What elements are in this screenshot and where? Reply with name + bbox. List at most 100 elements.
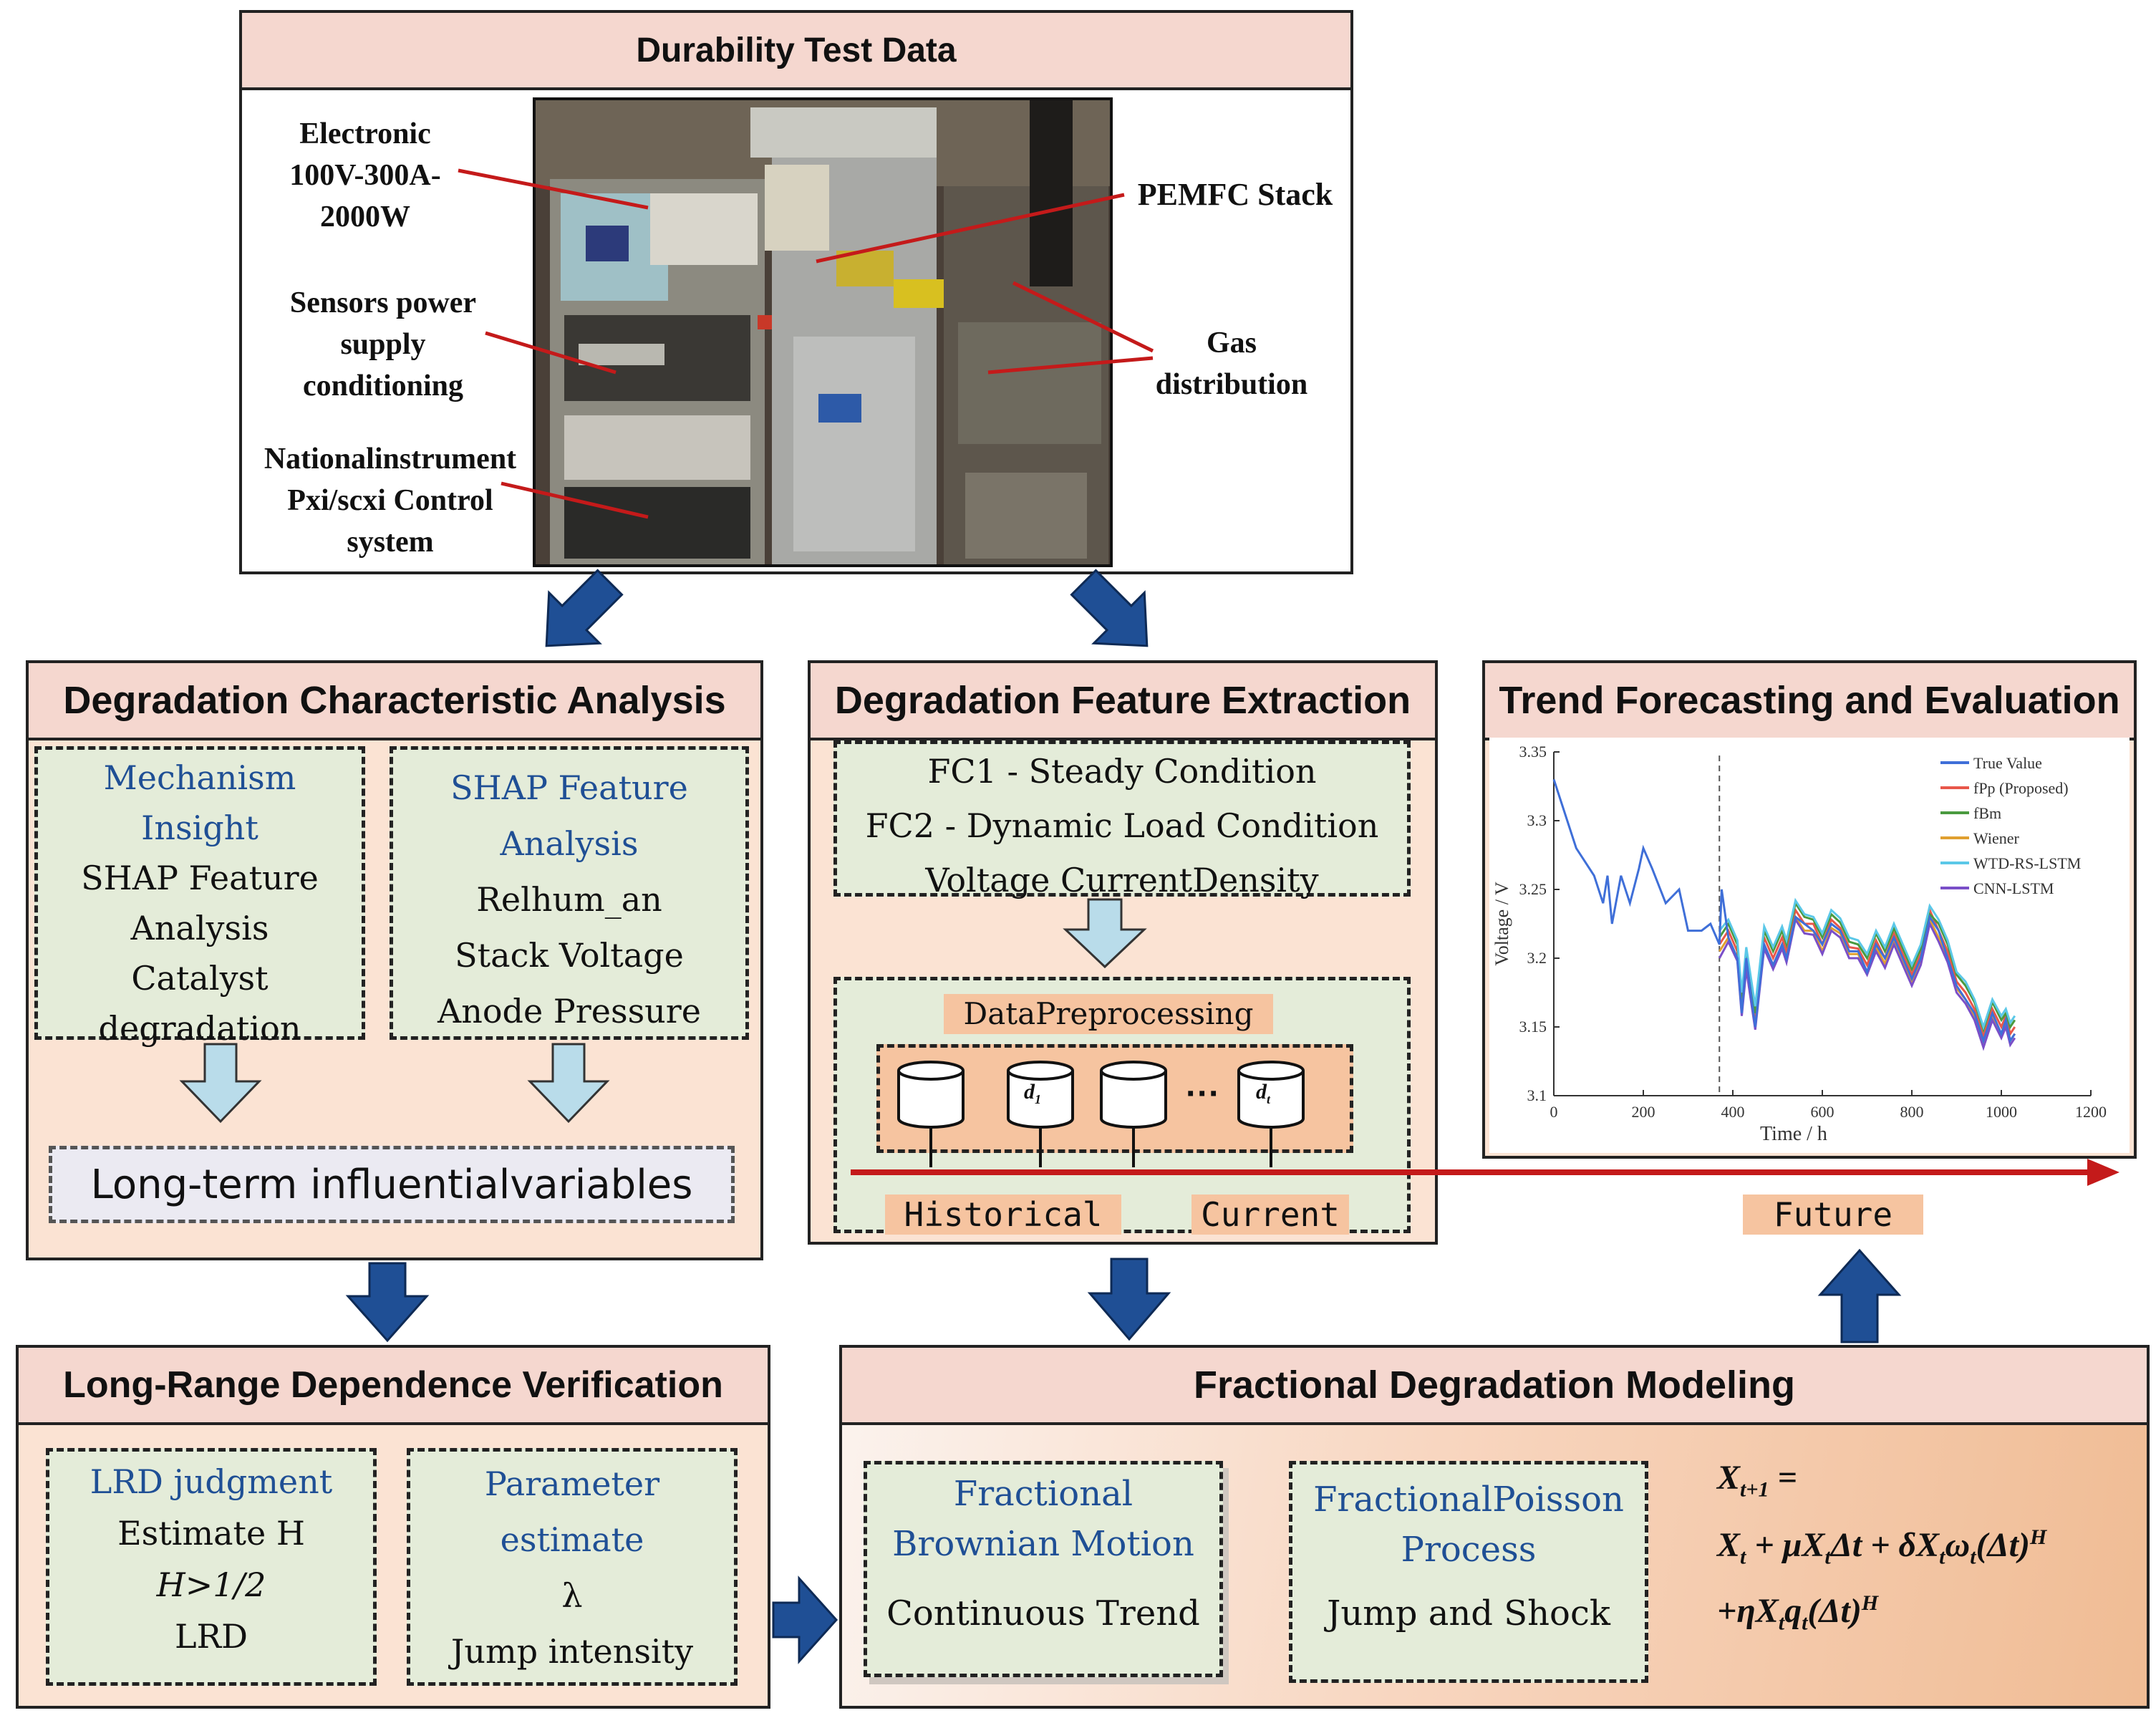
x-tick-label: 800 <box>1900 1103 1924 1121</box>
shap-line-2: Stack Voltage <box>455 936 684 975</box>
eq-sub-t3: t <box>1824 1545 1831 1569</box>
param-head: Parameter estimate <box>410 1456 734 1568</box>
fdm-title: Fractional Degradation Modeling <box>842 1348 2147 1425</box>
x-tick-label: 600 <box>1811 1103 1834 1121</box>
y-tick-label: 3.3 <box>1527 811 1547 829</box>
leader-sensors <box>485 331 617 375</box>
lrd-judgment-head: LRD judgment <box>49 1456 373 1507</box>
lrd-title-text: Long-Range Dependence Verification <box>63 1364 723 1406</box>
tfe-title: Trend Forecasting and Evaluation <box>1485 663 2134 740</box>
label-ni-line2: Pxi/scxi Control <box>287 484 493 517</box>
dfe-title: Degradation Feature Extraction <box>811 663 1435 740</box>
eq-sub-t5: t <box>1970 1545 1976 1569</box>
legend-label: fPp (Proposed) <box>1973 779 2069 797</box>
mechanism-head-2: Insight <box>141 809 258 847</box>
mechanism-line-4: degradation <box>98 1009 301 1048</box>
label-sensors: Sensors power supply conditioning <box>265 282 501 407</box>
label-gas-line2: distribution <box>1155 368 1308 401</box>
shap-head-1: SHAP Feature <box>450 768 688 807</box>
fbm-line-text: Continuous Trend <box>886 1593 1200 1633</box>
x-tick-label: 1000 <box>1986 1103 2017 1121</box>
mechanism-lines: SHAP Feature Analysis Catalyst degradati… <box>38 853 362 1053</box>
arrow-lrd-to-fdm <box>772 1575 838 1664</box>
mechanism-line-3: Catalyst <box>131 959 269 998</box>
future-label-text: Future <box>1773 1195 1893 1234</box>
shap-head: SHAP Feature Analysis <box>393 760 745 872</box>
equation-line-2: Xt + μXtΔt + δXtωt(Δt)H <box>1717 1525 2046 1570</box>
conditions-box: FC1 - Steady Condition FC2 - Dynamic Loa… <box>833 740 1411 899</box>
x-tick-label: 400 <box>1721 1103 1745 1121</box>
cyl-label-d1: d1 <box>1024 1080 1067 1107</box>
fpp-line: Jump and Shock <box>1292 1593 1645 1633</box>
label-sensors-line3: conditioning <box>302 370 464 402</box>
arrow-dfe-to-fdm <box>1087 1258 1171 1341</box>
mechanism-head: Mechanism Insight <box>38 753 362 853</box>
leader-ni <box>501 481 649 519</box>
eq-sup-h1: H <box>2029 1525 2047 1549</box>
lrd-judgment-head-text: LRD judgment <box>90 1462 333 1501</box>
lrd-line-3: LRD <box>174 1617 248 1656</box>
fbm-head: Fractional Brownian Motion <box>867 1469 1219 1569</box>
condition-2: FC2 - Dynamic Load Condition <box>865 806 1379 845</box>
chart-background <box>1489 738 2130 1153</box>
equation-line-3: +ηXtqt(Δt)H <box>1717 1591 1878 1636</box>
fbm-head-2: Brownian Motion <box>892 1524 1194 1564</box>
arrow-fdm-to-future <box>1817 1248 1902 1343</box>
conditions-lines: FC1 - Steady Condition FC2 - Dynamic Loa… <box>837 744 1407 907</box>
dca-title-text: Degradation Characteristic Analysis <box>63 679 726 722</box>
fpp-box: FractionalPoisson Process Jump and Shock <box>1289 1461 1648 1683</box>
equation-line-1: Xt+1 = <box>1717 1458 1797 1502</box>
cyl-label-dt: dt <box>1256 1080 1299 1107</box>
fbm-head-1: Fractional <box>953 1474 1133 1514</box>
cyl-label-dt-sub: t <box>1267 1092 1271 1106</box>
condition-3: Voltage CurrentDensity <box>925 861 1319 899</box>
label-gas-line1: Gas <box>1206 327 1257 359</box>
param-line-2: Jump intensity <box>450 1632 694 1671</box>
y-tick-label: 3.25 <box>1519 880 1547 898</box>
label-pemfc: PEMFC Stack <box>1124 176 1346 213</box>
dfe-title-text: Degradation Feature Extraction <box>834 679 1411 722</box>
eq-sub-t4: t <box>1939 1545 1945 1569</box>
longterm-box: Long-term influentialvariables <box>49 1146 735 1223</box>
cylinder-3 <box>1100 1061 1167 1129</box>
test-bench-photo <box>533 97 1113 567</box>
label-ni-line1: Nationalinstrument <box>264 443 517 476</box>
eq-omega: ω <box>1945 1526 1971 1564</box>
label-gas: Gas distribution <box>1139 322 1325 405</box>
legend-label: WTD-RS-LSTM <box>1973 854 2081 872</box>
lrd-line-2: H>1/2 <box>156 1565 266 1604</box>
lrd-title: Long-Range Dependence Verification <box>19 1348 768 1425</box>
historical-label-text: Historical <box>904 1195 1103 1234</box>
future-label: Future <box>1743 1195 1923 1235</box>
eq-delta-term: Δt + δX <box>1830 1526 1940 1564</box>
arrow-top-to-dca <box>545 569 624 647</box>
lrd-judgment-lines: Estimate H H>1/2 LRD <box>49 1507 373 1662</box>
x-tick-label: 200 <box>1632 1103 1655 1121</box>
mechanism-head-1: Mechanism <box>103 758 296 797</box>
preproc-label-text: DataPreprocessing <box>963 996 1254 1031</box>
param-lines: λ Jump intensity <box>410 1568 734 1679</box>
series-line <box>1552 778 2016 1045</box>
shap-lines: Relhum_an Stack Voltage Anode Pressure <box>393 872 745 1039</box>
x-axis-label: Time / h <box>1760 1123 1827 1145</box>
shap-box: SHAP Feature Analysis Relhum_an Stack Vo… <box>390 746 749 1040</box>
leader-pemfc <box>816 193 1125 264</box>
cyl-dots: ··· <box>1178 1074 1228 1114</box>
eq-mu-term: + μX <box>1746 1526 1825 1564</box>
eq-sub-t1: t+1 <box>1740 1477 1769 1502</box>
label-electronic: Electronic 100V-300A- 2000W <box>258 113 473 238</box>
legend-label: fBm <box>1973 804 2001 822</box>
arrow-dca-to-lrd <box>345 1262 430 1343</box>
test-bench-illustration <box>536 100 1110 564</box>
mechanism-line-2: Analysis <box>130 909 269 947</box>
label-sensors-line2: supply <box>340 328 426 361</box>
y-tick-label: 3.35 <box>1519 743 1547 761</box>
fpp-head-2: Process <box>1401 1530 1537 1570</box>
current-label-text: Current <box>1201 1195 1340 1234</box>
eq-q: q <box>1784 1592 1802 1630</box>
legend-label: True Value <box>1973 754 2042 772</box>
label-sensors-line1: Sensors power <box>289 286 477 319</box>
